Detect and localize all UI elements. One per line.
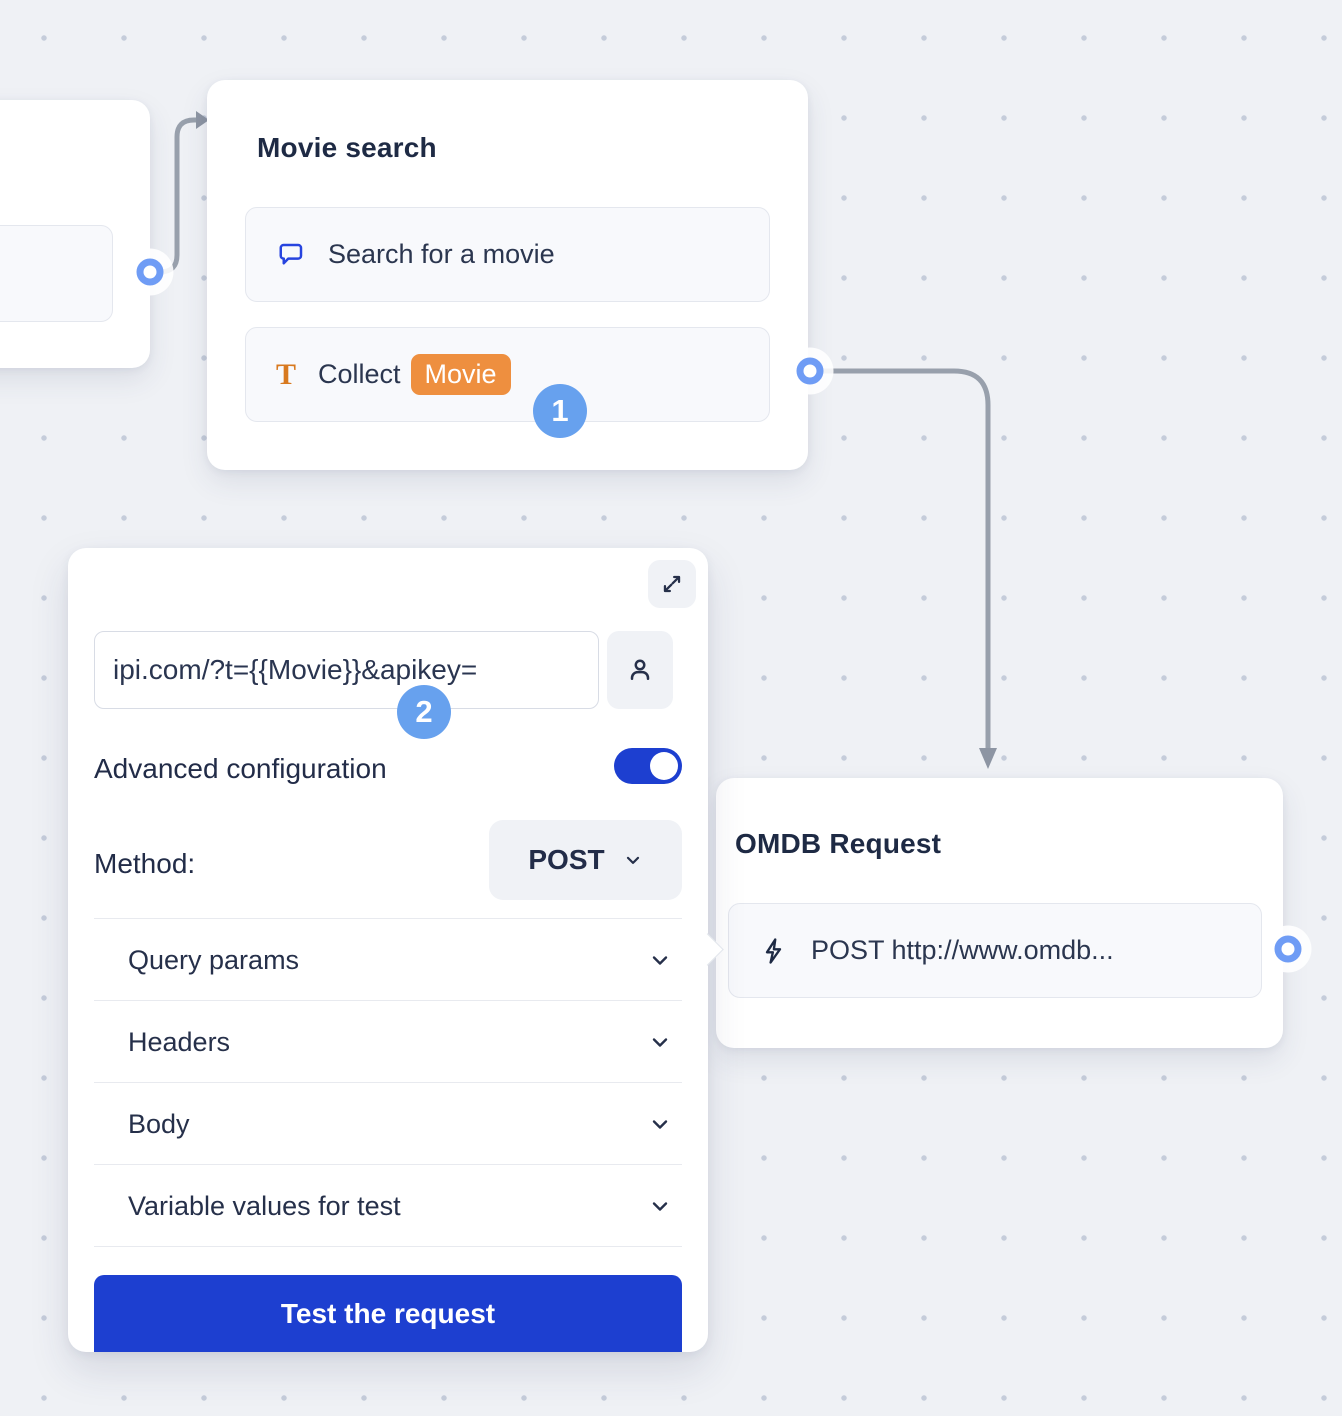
section-label: Variable values for test xyxy=(128,1190,401,1221)
section-label: Headers xyxy=(128,1026,231,1057)
section-body[interactable]: Body xyxy=(94,1084,682,1164)
node-omdb-request[interactable]: OMDB Request POST http://www.omdb... xyxy=(716,778,1283,1048)
node-item-search-for-a-movie[interactable]: Search for a movie xyxy=(245,207,770,302)
method-value: POST xyxy=(528,844,605,875)
chevron-down-icon xyxy=(652,1202,668,1211)
node-partial-left[interactable] xyxy=(0,100,150,368)
step-badge-1: 1 xyxy=(533,384,587,438)
node-item-label: Search for a movie xyxy=(328,239,555,269)
person-icon xyxy=(630,659,650,680)
node-item-omdb-post[interactable]: POST http://www.omdb... xyxy=(728,903,1262,998)
arrowhead-into-movie-search xyxy=(196,111,209,129)
node-title: OMDB Request xyxy=(735,828,942,859)
output-port-omdb-request[interactable] xyxy=(1274,935,1302,963)
divider xyxy=(94,1082,682,1083)
request-url-input[interactable] xyxy=(94,631,599,709)
expand-icon xyxy=(663,575,681,593)
lightning-icon xyxy=(759,936,789,966)
divider xyxy=(94,1164,682,1165)
expand-panel-button[interactable] xyxy=(648,560,696,608)
section-label: Query params xyxy=(128,944,300,975)
wire-movie-search-to-omdb xyxy=(819,368,991,751)
node-item-label: POST http://www.omdb... xyxy=(811,935,1114,965)
advanced-configuration-label: Advanced configuration xyxy=(94,753,387,784)
method-label: Method: xyxy=(94,848,196,879)
chevron-down-icon xyxy=(652,1038,668,1047)
step-badge-2: 2 xyxy=(397,685,451,739)
advanced-configuration-toggle[interactable] xyxy=(614,748,682,784)
divider xyxy=(94,918,682,919)
output-port-left-node[interactable] xyxy=(136,258,164,286)
node-title: Movie search xyxy=(257,132,437,163)
person-variable-button[interactable] xyxy=(607,631,673,709)
section-label: Body xyxy=(128,1108,190,1139)
collect-text: Collect xyxy=(318,359,401,389)
chat-bubble-icon xyxy=(276,240,306,270)
webhook-config-panel: Advanced configuration Method: POST Quer… xyxy=(68,548,708,1352)
output-port-movie-search[interactable] xyxy=(796,357,824,385)
node-item-label: Collect Movie xyxy=(318,354,511,395)
chevron-down-icon xyxy=(652,956,668,965)
divider xyxy=(94,1246,682,1247)
section-headers[interactable]: Headers xyxy=(94,1002,682,1082)
chevron-down-icon xyxy=(652,1120,668,1129)
wire-left-to-movie-search xyxy=(157,117,200,275)
section-query-params[interactable]: Query params xyxy=(94,920,682,1000)
divider xyxy=(94,1000,682,1001)
chevron-down-icon xyxy=(626,856,639,864)
variable-chip-movie[interactable]: Movie xyxy=(410,354,511,395)
arrowhead-into-omdb xyxy=(979,748,997,769)
node-movie-search[interactable]: Movie search Search for a movie T Collec… xyxy=(207,80,808,470)
node-item[interactable] xyxy=(0,225,113,322)
test-the-request-button[interactable]: Test the request xyxy=(94,1275,682,1352)
toggle-knob xyxy=(650,752,678,780)
text-input-icon: T xyxy=(276,357,297,391)
method-dropdown[interactable]: POST xyxy=(489,820,682,900)
section-variable-values-for-test[interactable]: Variable values for test xyxy=(94,1166,682,1246)
node-item-collect-movie[interactable]: T Collect Movie xyxy=(245,327,770,422)
